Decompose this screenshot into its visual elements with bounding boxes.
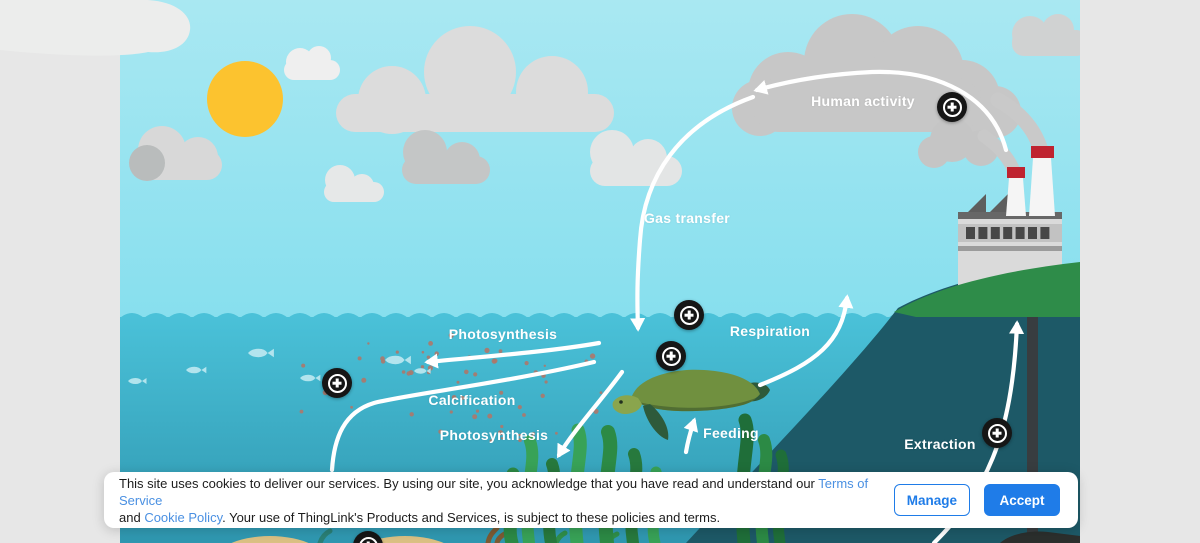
human-activity-arrow <box>753 69 1009 153</box>
respiration-arrow <box>757 294 854 388</box>
gas-transfer-arrow <box>630 94 756 332</box>
manage-button[interactable]: Manage <box>893 484 970 516</box>
plus-icon <box>987 423 1007 443</box>
fish <box>128 348 431 384</box>
cookie-text-2: and <box>119 509 145 525</box>
cookie-banner-actions: Manage Accept <box>893 484 1060 516</box>
photosynthesis-bottom-arrow <box>556 369 625 459</box>
calcification-arrow <box>329 359 597 473</box>
plus-tag-icon[interactable] <box>353 531 383 543</box>
accept-button[interactable]: Accept <box>984 484 1060 516</box>
plus-icon <box>327 373 347 393</box>
sun <box>207 61 283 137</box>
wave-line <box>120 313 912 318</box>
feeding-arrow <box>683 417 699 455</box>
plus-tag-icon[interactable] <box>656 341 686 371</box>
label-photosynthesis-top: Photosynthesis <box>448 326 558 342</box>
cookie-banner-text: This site uses cookies to deliver our se… <box>119 475 876 526</box>
cloud <box>0 0 191 56</box>
clouds <box>129 14 1080 202</box>
photosynthesis-top-arrow <box>424 340 602 369</box>
cookie-text-1: This site uses cookies to deliver our se… <box>119 475 819 491</box>
plus-icon <box>358 536 378 543</box>
cookie-text-3: . Your use of ThingLink's Products and S… <box>222 509 721 525</box>
plus-tag-icon[interactable] <box>322 368 352 398</box>
label-calcification: Calcification <box>428 392 516 408</box>
plus-tag-icon[interactable] <box>982 418 1012 448</box>
label-gas-transfer: Gas transfer <box>643 210 731 226</box>
cookie-policy-link[interactable]: Cookie Policy <box>144 509 223 525</box>
plus-icon <box>661 346 681 366</box>
label-respiration: Respiration <box>729 323 811 339</box>
label-feeding: Feeding <box>703 425 759 441</box>
seabed <box>231 525 1080 543</box>
terms-of-service-link[interactable]: Terms of Service <box>119 475 869 508</box>
plus-tag-icon[interactable] <box>937 92 967 122</box>
plus-icon <box>942 97 962 117</box>
cycle-arrows <box>329 69 1025 543</box>
turtle <box>612 369 770 440</box>
extraction-pipe <box>1027 317 1038 543</box>
label-photosynthesis-bottom: Photosynthesis <box>439 427 549 443</box>
plus-icon <box>679 305 699 325</box>
cookie-banner: This site uses cookies to deliver our se… <box>104 472 1078 528</box>
label-extraction: Extraction <box>904 436 976 452</box>
label-human-activity: Human activity <box>811 93 915 109</box>
green-hill <box>894 262 1080 317</box>
carbon-cycle-illustration <box>120 0 1080 543</box>
plus-tag-icon[interactable] <box>674 300 704 330</box>
